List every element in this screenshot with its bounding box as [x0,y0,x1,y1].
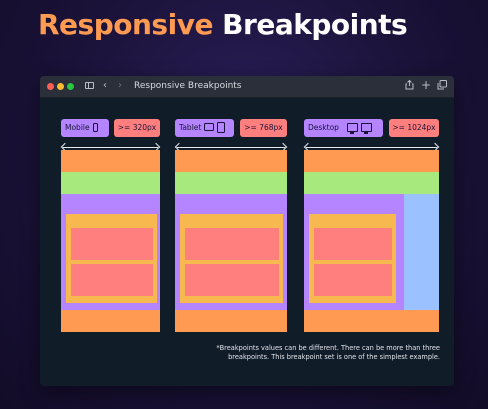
plus-icon[interactable]: + [421,78,432,92]
desktop-nav-block [304,172,439,194]
desktop-header-block [304,150,439,172]
tablet-breakpoint-size: >= 768px [240,119,287,137]
browser-window: ‹ › Responsive Breakpoints + Mobile >= 3… [40,76,454,386]
title-accent: Responsive [38,8,213,41]
tablet-icon [217,121,226,133]
mobile-device-label: Mobile [61,119,109,137]
mobile-card-2 [71,264,153,296]
desktop-device-label: Desktop [304,119,383,137]
footnote-line-2: breakpoints. This breakpoint set is one … [228,353,440,361]
footnote-line-1: *Breakpoints values can be different. Th… [216,344,440,352]
desktop-width-arrow [303,142,440,152]
tablet-device-label: Tablet [175,119,234,137]
monitor-icon [346,122,358,134]
tablet-device-name: Tablet [179,123,202,132]
tabs-overview-icon[interactable] [437,80,447,94]
desktop-breakpoint-size: >= 1024px [389,119,439,137]
footnote: *Breakpoints values can be different. Th… [180,344,440,362]
tablet-nav-block [175,172,287,194]
desktop-card-1 [314,228,392,260]
tablet-width-arrow [174,142,288,152]
share-icon[interactable] [405,79,414,94]
tablet-card-1 [185,228,279,260]
minimize-window-button[interactable] [57,83,64,90]
window-titlebar: ‹ › Responsive Breakpoints + [40,76,454,98]
mobile-card-1 [71,228,153,260]
page-title: Responsive Breakpoints [38,8,408,41]
desktop-device-name: Desktop [308,123,339,132]
sidebar-icon[interactable] [85,82,94,89]
mobile-breakpoint-size: >= 320px [114,119,160,137]
monitor-icon-2 [360,122,372,134]
chevron-left-icon[interactable]: ‹ [103,80,107,91]
window-title: Responsive Breakpoints [134,81,242,91]
mobile-width-arrow [60,142,161,152]
chevron-right-icon[interactable]: › [118,80,122,91]
close-window-button[interactable] [47,83,54,90]
maximize-window-button[interactable] [67,83,74,90]
mobile-device-name: Mobile [65,123,90,132]
mobile-footer-block [61,310,160,332]
title-rest: Breakpoints [212,8,408,41]
desktop-card-2 [314,264,392,296]
desktop-sidebar-block [404,194,439,310]
phone-icon [92,122,98,132]
tablet-footer-block [175,310,287,332]
tablet-header-block [175,150,287,172]
tablet-landscape-icon [204,123,215,131]
mobile-header-block [61,150,160,172]
desktop-footer-block [304,310,439,332]
tablet-card-2 [185,264,279,296]
mobile-nav-block [61,172,160,194]
